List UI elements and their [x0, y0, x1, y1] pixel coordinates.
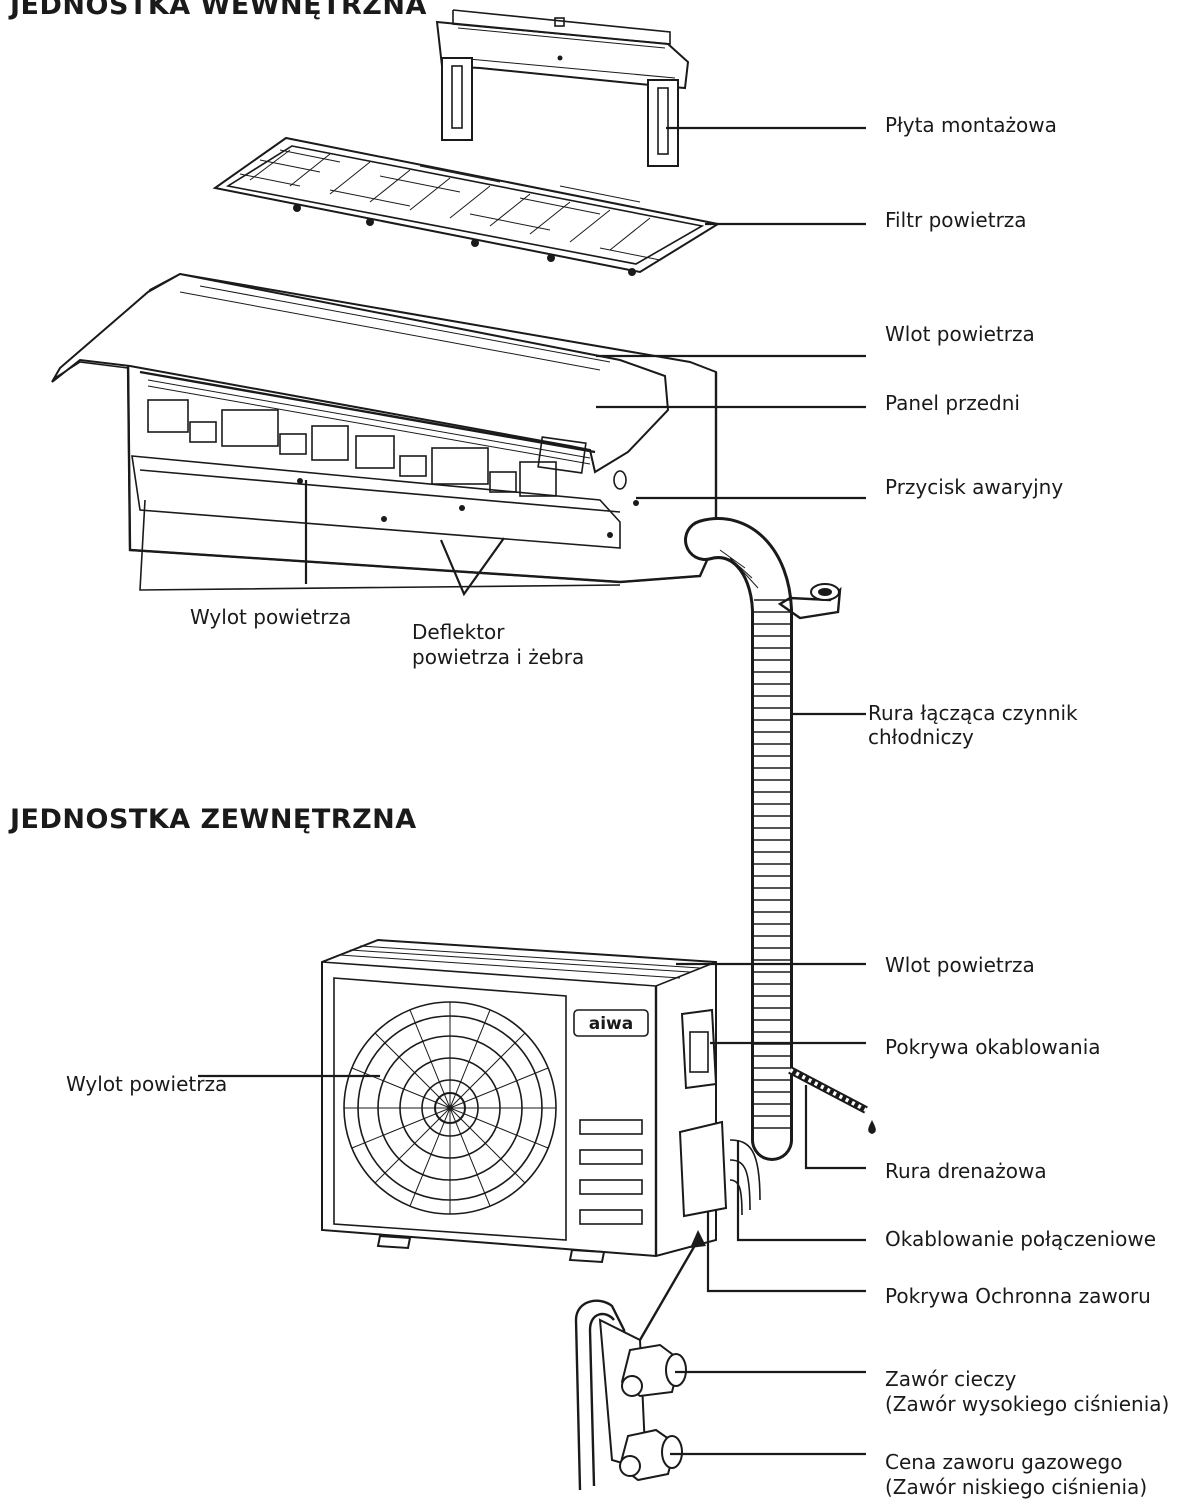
label-deflector-line2: powietrza i żebra [412, 645, 585, 669]
label-connection-wiring: Okablowanie połączeniowe [885, 1227, 1157, 1251]
indoor-unit-heading: JEDNOSTKA WEWNĘTRZNA [10, 0, 427, 21]
label-drain-pipe: Rura drenażowa [885, 1159, 1047, 1183]
mounting-plate-drawing [435, 9, 690, 167]
refrigerant-pipe-drawing [684, 517, 842, 1161]
label-air-filter: Filtr powietrza [885, 208, 1027, 232]
label-liquid-valve-line2: (Zawór wysokiego ciśnienia) [885, 1392, 1170, 1416]
gas-valve-drawing [618, 1428, 683, 1482]
leader-lines [198, 126, 866, 1456]
label-refrigerant-pipe-line2: chłodniczy [868, 725, 974, 749]
aiwa-logo: aiwa [589, 1014, 633, 1034]
label-air-inlet-outdoor: Wlot powietrza [885, 953, 1035, 977]
label-liquid-valve-line1: Zawór cieczy [885, 1367, 1017, 1391]
indoor-unit-drawing [51, 272, 718, 591]
outdoor-unit-heading: JEDNOSTKA ZEWNĘTRZNA [10, 804, 417, 835]
label-refrigerant-pipe-line1: Rura łącząca czynnik [868, 701, 1078, 725]
label-emergency-button: Przycisk awaryjny [885, 475, 1064, 499]
valves-drawing [574, 1230, 706, 1491]
air-filter-drawing [212, 136, 721, 276]
label-mounting-plate: Płyta montażowa [885, 113, 1057, 137]
label-front-panel: Panel przedni [885, 391, 1020, 415]
label-gas-valve-line1: Cena zaworu gazowego [885, 1450, 1123, 1474]
label-deflector-line1: Deflektor [412, 620, 505, 644]
label-wiring-cover: Pokrywa okablowania [885, 1035, 1101, 1059]
label-air-inlet-indoor: Wlot powietrza [885, 322, 1035, 346]
outdoor-unit-drawing: aiwa [321, 938, 876, 1264]
label-air-outlet-indoor: Wylot powietrza [190, 605, 352, 629]
label-air-outlet-outdoor: Wylot powietrza [66, 1072, 228, 1096]
label-valve-cover: Pokrywa Ochronna zaworu [885, 1284, 1151, 1308]
liquid-valve-drawing [620, 1343, 687, 1398]
label-gas-valve-line2: (Zawór niskiego ciśnienia) [885, 1475, 1148, 1499]
